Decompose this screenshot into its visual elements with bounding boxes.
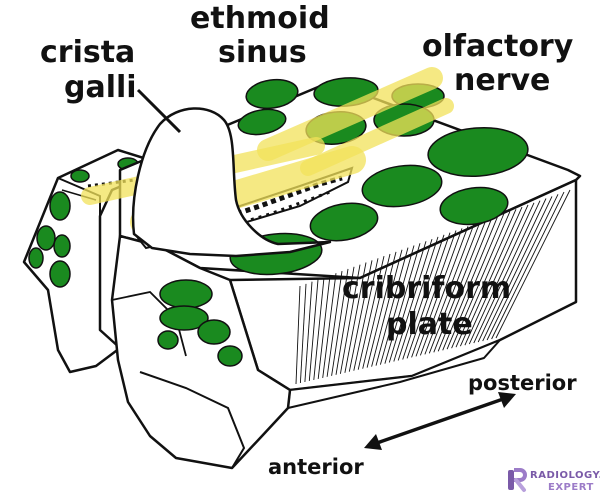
watermark-line1: RADIOLOGY. — [530, 470, 600, 481]
crista-galli-leader-line — [136, 88, 182, 134]
hatch-line — [331, 268, 349, 376]
hatch-line — [295, 285, 301, 385]
hatch-line — [433, 219, 487, 353]
radiology-expert-logo: RADIOLOGY. EXPERT — [508, 468, 600, 493]
hatch-line — [357, 256, 385, 370]
hatch-line — [491, 191, 565, 340]
hatch-line — [486, 194, 559, 341]
hatch-line — [459, 206, 523, 347]
hatch-line — [455, 209, 517, 348]
cribriform-hatching — [295, 189, 571, 385]
label-anterior: anterior — [268, 455, 364, 479]
hatch-line — [313, 277, 325, 380]
hatch-line — [375, 247, 409, 366]
hatch-line — [339, 264, 361, 374]
hatch-line — [299, 283, 307, 384]
hatch-line — [411, 230, 457, 358]
hatch-line — [371, 249, 403, 367]
hatch-line — [308, 279, 319, 381]
hatch-line — [473, 200, 541, 344]
label-cribriform-plate: cribriform plate — [342, 271, 522, 342]
label-olfactory-nerve: olfactory nerve — [422, 29, 584, 98]
hatch-line — [482, 196, 553, 342]
hatch-line — [384, 243, 421, 364]
hatch-line — [415, 228, 463, 357]
hatch-line — [397, 236, 439, 361]
label-crista-galli: crista galli — [40, 35, 146, 105]
hatch-line — [393, 238, 433, 362]
hatch-line — [464, 204, 529, 346]
label-ethmoid-sinus: ethmoid sinus — [190, 1, 340, 70]
hatch-line — [428, 221, 481, 354]
hatch-line — [326, 271, 343, 377]
crista-galli — [131, 107, 332, 258]
hatch-line — [419, 226, 469, 356]
hatch-line — [477, 198, 547, 343]
hatch-line — [366, 251, 397, 368]
hatch-line — [424, 223, 475, 355]
hatch-line — [348, 260, 373, 372]
hatch-line — [322, 273, 337, 378]
hatch-line — [437, 217, 493, 352]
hatch-line — [495, 189, 571, 339]
radiology-expert-logo-icon — [508, 468, 527, 492]
hatch-line — [451, 211, 511, 349]
anterior-posterior-arrow — [364, 392, 516, 450]
hatch-line — [402, 234, 445, 360]
hatch-line — [304, 281, 313, 383]
hatch-line — [468, 202, 535, 345]
hatch-line — [317, 275, 331, 379]
hatch-line — [344, 262, 367, 373]
hatch-line — [353, 258, 379, 371]
hatch-line — [335, 266, 355, 375]
label-posterior: posterior — [468, 371, 577, 395]
watermark-line2: EXPERT — [548, 482, 594, 493]
hatch-line — [362, 253, 391, 369]
hatch-line — [379, 245, 415, 365]
hatch-line — [406, 232, 451, 359]
hatch-line — [388, 241, 427, 363]
hatch-line — [442, 215, 499, 351]
left-sinus-cells — [28, 157, 139, 288]
hatch-line — [446, 213, 505, 350]
